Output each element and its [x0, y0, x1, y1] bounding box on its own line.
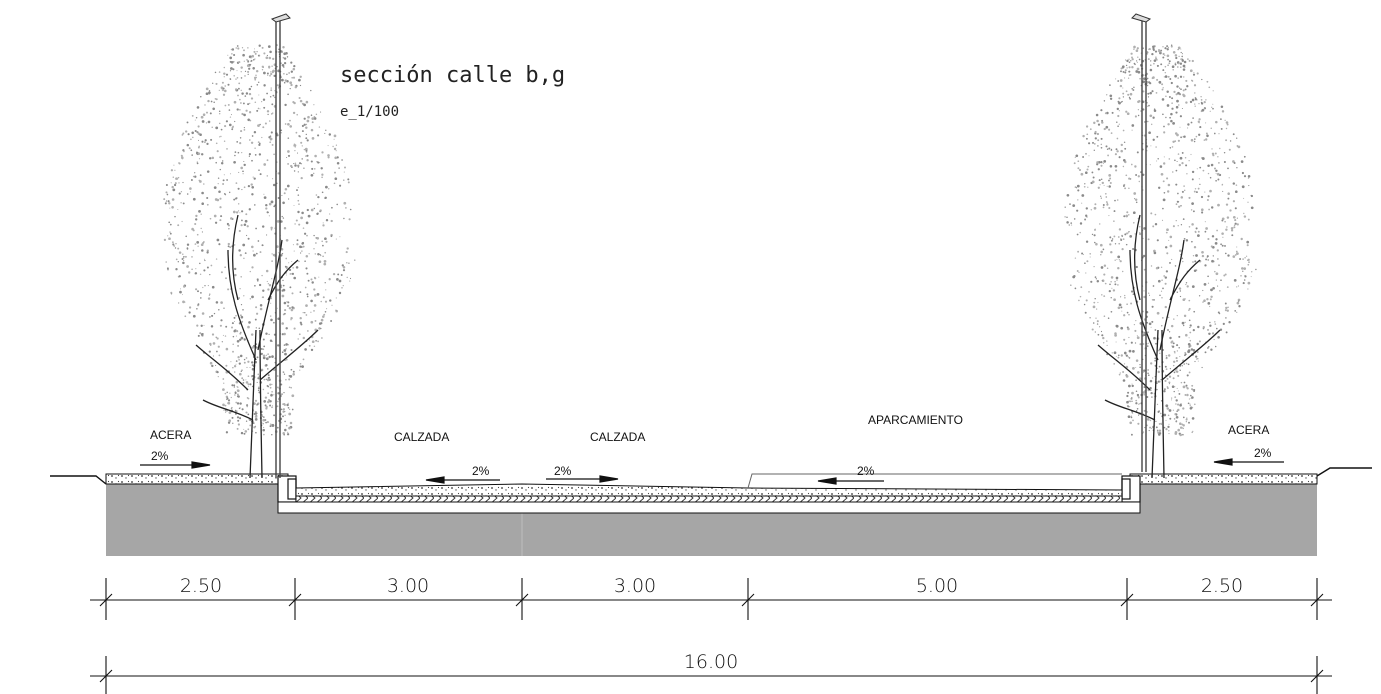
terrain-line: [50, 467, 1372, 485]
zone-label-aparcamiento: APARCAMIENTO: [868, 413, 963, 427]
zone-label-acera-left: ACERA: [150, 428, 191, 442]
zone-label-calzada-1: CALZADA: [394, 430, 449, 444]
dimension-line-segments: [90, 578, 1332, 620]
dimension-label-acera-left: 2.50: [180, 575, 222, 597]
tree-foliage: [163, 44, 356, 436]
street-lamp-right: [1131, 13, 1152, 472]
slope-label-calzada-2: 2%: [554, 464, 572, 478]
slope-arrow-acera-left: [140, 461, 211, 469]
slope-arrow-aparcamiento: [817, 477, 884, 485]
curb-left: [277, 475, 297, 503]
dimension-line-total: [90, 656, 1332, 694]
dimension-label-aparcamiento: 5.00: [916, 575, 958, 597]
sidewalk-right: [1129, 473, 1318, 485]
slope-arrow-calzada-1: [425, 476, 500, 484]
slope-label-aparcamiento: 2%: [857, 464, 875, 478]
ground-section: [106, 484, 1317, 556]
slope-arrows: [140, 458, 1284, 485]
slope-label-acera-right: 2%: [1254, 446, 1272, 460]
slope-label-acera-left: 2%: [151, 449, 169, 463]
slope-label-calzada-1: 2%: [472, 464, 490, 478]
parking-marker: [747, 473, 1122, 489]
tree-right: [1064, 44, 1257, 479]
slope-arrow-acera-right: [1213, 458, 1284, 466]
dimension-label-total: 16.00: [684, 651, 738, 673]
tree-trunk: [195, 214, 319, 479]
zone-label-acera-right: ACERA: [1228, 423, 1269, 437]
tree-left: [163, 44, 356, 479]
sidewalk-left: [105, 473, 289, 485]
roadway-pavement: [277, 483, 1141, 514]
zone-label-calzada-2: CALZADA: [590, 430, 645, 444]
tree-trunk: [1097, 214, 1221, 479]
street-lamp-left: [270, 13, 291, 478]
tree-foliage: [1064, 44, 1257, 437]
drawing-scale: e_1/100: [340, 104, 399, 120]
slope-arrow-calzada-2: [546, 475, 619, 483]
drawing-title: sección calle b,g: [340, 63, 565, 88]
dimension-label-calzada-1: 3.00: [387, 575, 429, 597]
curb-right: [1121, 475, 1141, 503]
dimension-label-acera-right: 2.50: [1201, 575, 1243, 597]
dimension-label-calzada-2: 3.00: [614, 575, 656, 597]
